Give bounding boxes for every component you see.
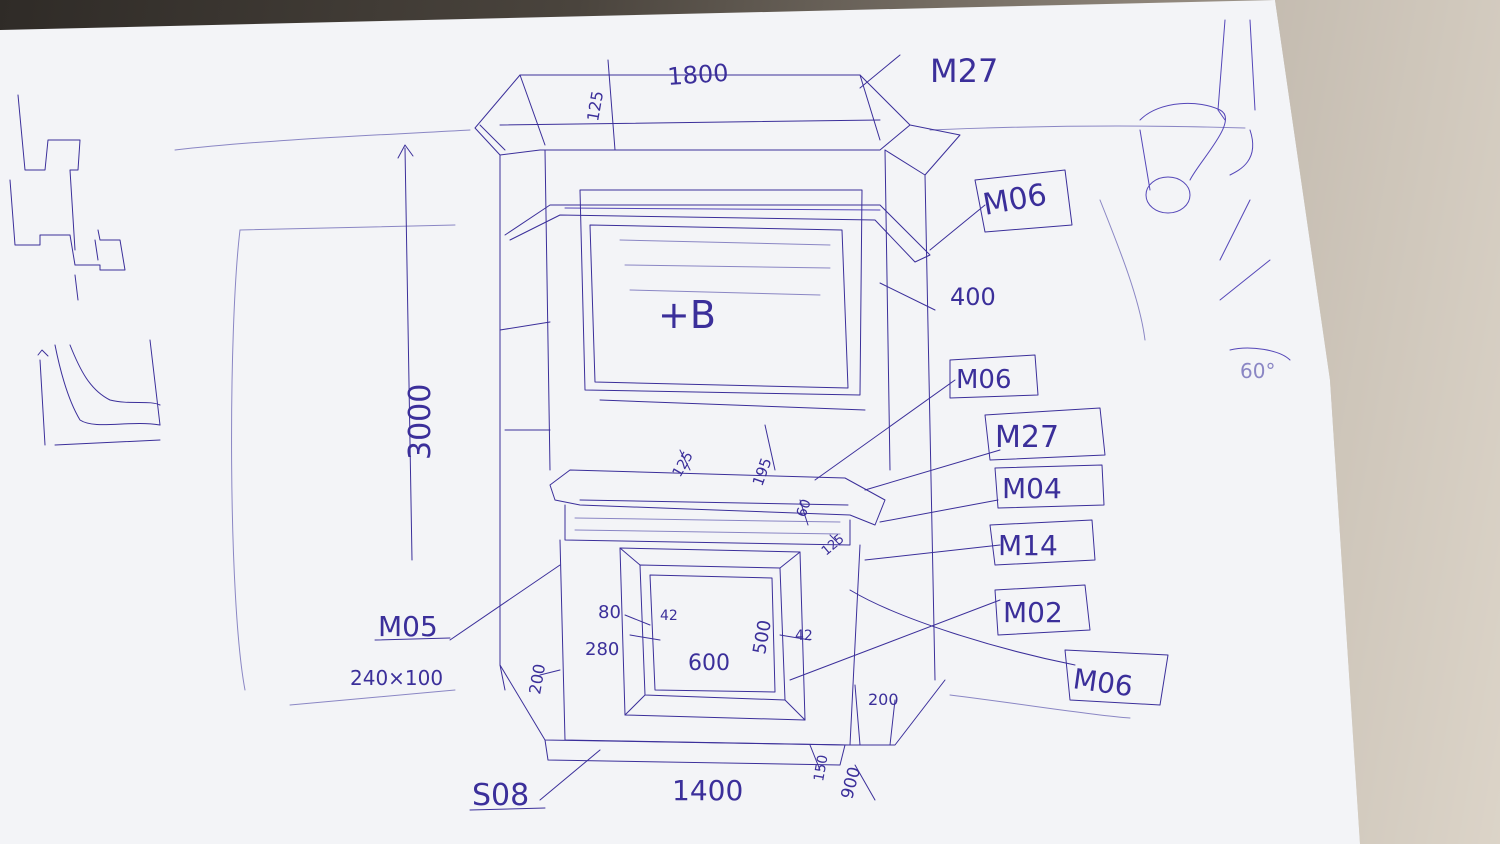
code-m27-top: M27 — [930, 52, 998, 90]
corner-angle-label: 60° — [1240, 359, 1275, 383]
profile-sketch-left — [9, 94, 161, 446]
tv-niche — [579, 189, 866, 411]
code-m06-mid: M06 — [956, 365, 1012, 395]
code-m02: M02 — [1003, 596, 1063, 629]
guide-lines — [174, 125, 1246, 719]
code-m06-low-box: M06 — [1064, 649, 1169, 706]
paper — [0, 0, 1360, 844]
dimension-lines — [397, 59, 936, 801]
dim-left-frame: 80 — [598, 602, 621, 623]
code-m14-box: M14 — [989, 519, 1096, 566]
firebox-surround — [559, 539, 861, 746]
dim-overall-height: 3000 — [403, 384, 438, 460]
shelf — [504, 204, 931, 263]
dim-opening-width: 600 — [688, 651, 730, 676]
code-m02-box: M02 — [994, 584, 1091, 636]
code-m06-low: M06 — [1071, 662, 1135, 703]
dim-top-width: 1800 — [666, 59, 729, 91]
dim-right-gap: 42 — [795, 628, 813, 644]
chimney-breast — [499, 149, 936, 681]
base-plinth — [499, 664, 946, 766]
code-m05: M05 — [378, 610, 438, 643]
code-s08-group: S08 — [469, 778, 546, 813]
top-cornice — [474, 74, 961, 176]
code-m14: M14 — [998, 529, 1058, 562]
code-s08: S08 — [472, 778, 529, 813]
niche-label: +B — [658, 293, 716, 337]
dim-left-lower: 280 — [585, 639, 619, 660]
code-m05-group: M05 — [374, 610, 451, 643]
dim-mantel-c: 60 — [794, 497, 815, 519]
code-m27-mid-box: M27 — [984, 407, 1106, 461]
mantel — [549, 469, 886, 546]
paper-shadow — [1275, 0, 1500, 844]
code-m27-mid: M27 — [995, 420, 1059, 455]
leader-lines — [449, 54, 1076, 801]
corner-sketch-right — [1139, 19, 1291, 361]
dim-base-width: 1400 — [672, 774, 743, 807]
code-m04-box: M04 — [994, 464, 1105, 509]
code-m06-mid-box: M06 — [949, 354, 1039, 399]
dim-plinth: 150 — [811, 754, 831, 783]
dim-side-size: 240×100 — [350, 666, 443, 690]
dim-left-gap: 42 — [660, 608, 678, 624]
code-m04: M04 — [1002, 472, 1062, 505]
dim-shelf-depth: 400 — [950, 283, 996, 311]
dim-base-right: 200 — [868, 690, 899, 709]
